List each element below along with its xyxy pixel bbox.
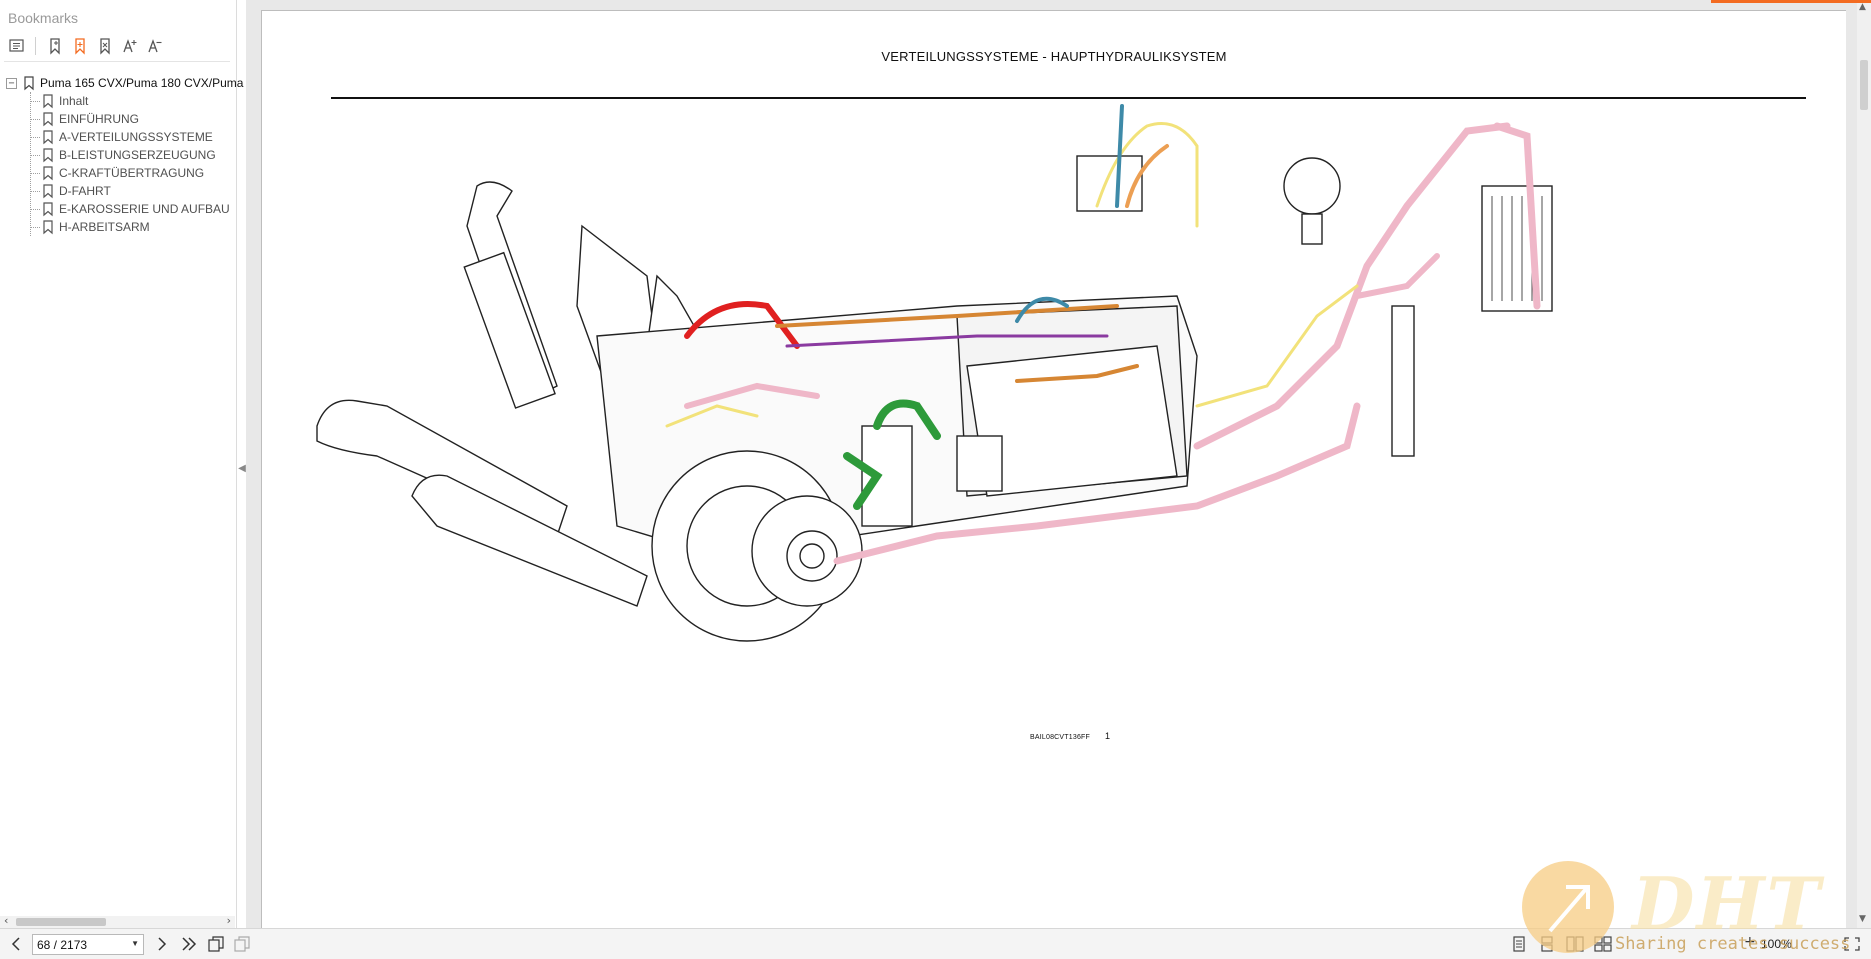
zoom-in-icon[interactable]: + <box>1744 934 1756 950</box>
paste-icon <box>234 936 250 952</box>
figure-number: 1 <box>1105 731 1111 741</box>
continuous-view-icon[interactable] <box>1538 936 1556 952</box>
bookmark-children: Inhalt EINFÜHRUNG A-VERTEILUNGSSYSTEME B… <box>30 92 236 236</box>
bookmark-item-label: EINFÜHRUNG <box>59 112 139 126</box>
bookmark-icon <box>43 130 53 145</box>
bookmarks-toolbar <box>6 34 169 58</box>
bookmark-icon <box>43 220 53 235</box>
bookmark-item-einfuehrung[interactable]: EINFÜHRUNG <box>31 110 236 128</box>
delete-bookmark-button[interactable] <box>94 35 116 57</box>
continuous-facing-view-icon[interactable] <box>1594 936 1612 952</box>
bookmark-item-label: E-KAROSSERIE UND AUFBAU <box>59 202 230 216</box>
previous-page-button[interactable] <box>6 934 26 954</box>
bookmark-options-button[interactable] <box>6 35 28 57</box>
bookmark-item-leistungserzeugung[interactable]: B-LEISTUNGSERZEUGUNG <box>31 146 236 164</box>
accent-bar <box>1711 0 1871 3</box>
list-options-icon <box>9 39 24 52</box>
dropdown-arrow-icon[interactable]: ▼ <box>131 939 139 948</box>
bookmark-root-label: Puma 165 CVX/Puma 180 CVX/Puma <box>40 76 244 90</box>
bookmark-icon <box>50 38 60 55</box>
panel-collapse-icon[interactable]: ◀ <box>238 462 246 474</box>
collapse-toggle-icon[interactable]: − <box>6 77 17 89</box>
bookmark-item-inhalt[interactable]: Inhalt <box>31 92 236 110</box>
bookmark-icon <box>43 166 53 181</box>
collapse-bookmark-button[interactable] <box>144 35 166 57</box>
document-vertical-scrollbar[interactable]: ▲ ▼ <box>1857 0 1871 928</box>
bookmark-item-label: Inhalt <box>59 94 89 108</box>
toolbar-divider <box>4 61 230 62</box>
hydraulic-system-illustration <box>316 104 1553 642</box>
copy-icon <box>208 936 224 952</box>
page-indicator: 68 / 2173 <box>37 937 88 952</box>
bookmark-icon <box>43 202 53 217</box>
scroll-up-icon[interactable]: ▲ <box>1859 2 1866 12</box>
bookmark-icon <box>43 184 53 199</box>
bookmark-root[interactable]: − Puma 165 CVX/Puma 180 CVX/Puma <box>6 74 244 92</box>
bookmark-icon <box>43 94 53 109</box>
single-page-view-icon[interactable] <box>1510 936 1528 952</box>
bookmark-icon <box>43 112 53 127</box>
fullscreen-icon[interactable] <box>1843 936 1861 952</box>
page-heading: VERTEILUNGSSYSTEME - HAUPTHYDRAULIKSYSTE… <box>881 49 1227 64</box>
bookmark-add-icon <box>75 38 85 55</box>
facing-view-icon[interactable] <box>1566 936 1584 952</box>
toolbar-separator <box>35 37 36 55</box>
bookmark-item-arbeitsarm[interactable]: H-ARBEITSARM <box>31 218 236 236</box>
bookmark-item-kraftuebertragung[interactable]: C-KRAFTÜBERTRAGUNG <box>31 164 236 182</box>
heading-rule <box>331 97 1806 99</box>
bookmark-item-verteilungssysteme[interactable]: A-VERTEILUNGSSYSTEME <box>31 128 236 146</box>
bookmark-item-fahrt[interactable]: D-FAHRT <box>31 182 236 200</box>
bookmark-delete-icon <box>100 38 110 55</box>
figure-caption: BAIL08CVT136FF 1 <box>1030 731 1110 741</box>
bookmark-icon <box>24 76 34 91</box>
next-page-button[interactable] <box>152 934 172 954</box>
zoom-level: 100% <box>1761 937 1792 951</box>
bookmarks-horizontal-scrollbar[interactable]: ‹ › <box>0 914 235 928</box>
new-bookmark-button[interactable] <box>44 35 66 57</box>
bookmark-item-label: C-KRAFTÜBERTRAGUNG <box>59 166 205 180</box>
figure-code: BAIL08CVT136FF <box>1030 734 1090 741</box>
bookmark-item-label: H-ARBEITSARM <box>59 220 150 234</box>
bookmarks-panel-title: Bookmarks <box>8 10 79 26</box>
bookmarks-panel: Bookmarks <box>0 0 244 928</box>
bookmark-item-label: A-VERTEILUNGSSYSTEME <box>59 130 213 144</box>
scroll-left-icon[interactable]: ‹ <box>4 914 9 927</box>
last-page-button[interactable] <box>178 934 200 954</box>
expand-bookmark-button[interactable] <box>119 35 141 57</box>
add-bookmark-button[interactable] <box>69 35 91 57</box>
chevron-right-icon <box>158 937 167 951</box>
font-decrease-icon <box>148 39 162 53</box>
font-increase-icon <box>123 39 137 53</box>
scrollbar-thumb[interactable] <box>1860 60 1868 110</box>
bookmark-tree: − Puma 165 CVX/Puma 180 CVX/Puma Inhalt … <box>6 74 244 236</box>
page-number-input[interactable]: 68 / 2173 ▼ <box>32 934 144 955</box>
scroll-right-icon[interactable]: › <box>226 914 231 927</box>
bookmark-item-karosserie[interactable]: E-KAROSSERIE UND AUFBAU <box>31 200 236 218</box>
bookmark-item-label: D-FAHRT <box>59 184 111 198</box>
paste-page-button[interactable] <box>232 934 252 954</box>
bookmark-item-label: B-LEISTUNGSERZEUGUNG <box>59 148 216 162</box>
scroll-down-icon[interactable]: ▼ <box>1859 914 1866 924</box>
copy-page-button[interactable] <box>206 934 226 954</box>
bookmark-icon <box>43 148 53 163</box>
document-viewport[interactable]: VERTEILUNGSSYSTEME - HAUPTHYDRAULIKSYSTE… <box>246 0 1871 928</box>
double-chevron-right-icon <box>182 937 197 951</box>
document-page: VERTEILUNGSSYSTEME - HAUPTHYDRAULIKSYSTE… <box>261 10 1846 928</box>
status-bar: 68 / 2173 ▼ + 100% <box>0 928 1871 959</box>
scrollbar-thumb[interactable] <box>16 918 106 926</box>
chevron-left-icon <box>11 937 20 951</box>
